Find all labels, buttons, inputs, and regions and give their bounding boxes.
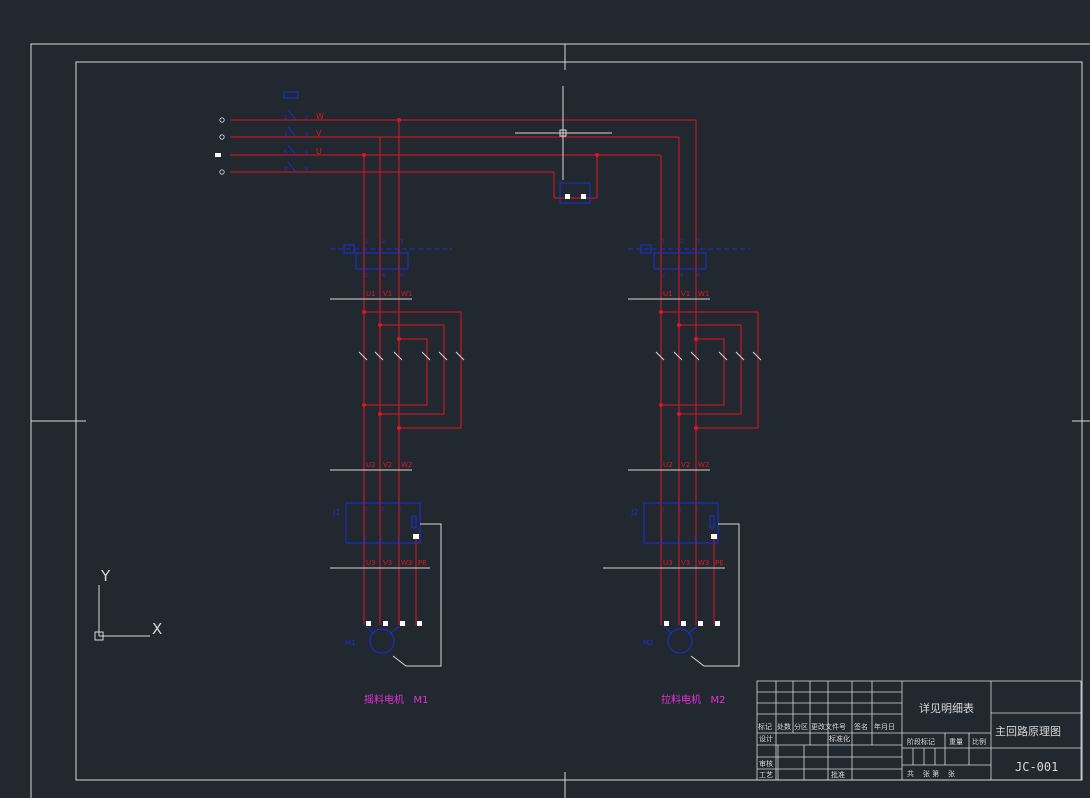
- inverter-1-pin-top-1: 1: [365, 507, 368, 513]
- phase-label-v: V: [316, 129, 322, 138]
- inverter-1-id: J1: [332, 508, 340, 517]
- rev-header-doc: 更改文件号: [811, 722, 846, 731]
- output-label-2-pe: PE: [715, 559, 724, 567]
- drawing-number: JC-001: [1015, 760, 1058, 774]
- contactor-1-pin-bottom-1: 2: [365, 273, 368, 279]
- inverter-2-id: J2: [630, 508, 638, 517]
- drawing-frame: [30, 43, 1090, 798]
- output-label-2-u3: U3: [663, 559, 673, 567]
- inverter-2-pin-bottom-5: 5: [677, 536, 680, 542]
- wire-label-1-u2: U2: [366, 461, 376, 469]
- output-label-1-pe: PE: [418, 559, 427, 567]
- inverter-1-pin-bottom-5: 5: [379, 536, 382, 542]
- wire-label-1-w1: W1: [401, 290, 412, 298]
- contactor-1-pin-bottom-3: 6: [400, 273, 403, 279]
- rev-header-zone: 分区: [794, 722, 808, 731]
- breaker-pin-8: 8: [305, 167, 308, 173]
- wire-label-1-w2: W2: [401, 461, 412, 469]
- rev-header-date: 年月日: [874, 722, 895, 731]
- inverter-1-pin-bottom-4: 4: [363, 536, 366, 542]
- wire-label-2-u1: U1: [663, 290, 673, 298]
- contactor-2-pin-top-3: 3: [697, 239, 700, 245]
- approve-label: 批准: [831, 770, 845, 779]
- incoming-supply: 1 2 3 4 5 6 7 8 W V U: [215, 91, 696, 204]
- breaker-pin-2: 2: [305, 115, 308, 121]
- crosshair-cursor: [515, 86, 612, 180]
- breaker-pin-5: 5: [284, 150, 287, 156]
- contactor-km-1: [330, 244, 452, 270]
- rev-header-sign: 签名: [854, 722, 868, 731]
- motor-2-caption: 拉料电机 M2: [661, 693, 726, 706]
- stage-label: 阶段标记: [907, 737, 935, 746]
- rev-header-mark: 标记: [758, 722, 772, 731]
- motor-1-id: M1: [345, 639, 356, 647]
- title-block: [756, 680, 1082, 781]
- output-label-2-w3: W3: [698, 559, 709, 567]
- wire-label-2-v2: V2: [681, 461, 690, 469]
- wire-label-1-u1: U1: [366, 290, 376, 298]
- motor-circuit-2: 1 2 3 2 4 6 U1 V1 W1 U2 V2 W2 J2 1 2: [603, 120, 762, 706]
- contactor-1-pin-bottom-2: 4: [382, 273, 385, 279]
- inverter-2-pin-top-2: 2: [679, 507, 682, 513]
- output-label-1-w3: W3: [401, 559, 412, 567]
- contactor-1-pin-top-3: 3: [400, 239, 403, 245]
- inverter-1-pin-bottom-6: 6: [397, 536, 400, 542]
- wire-label-1-v2: V2: [383, 461, 392, 469]
- weight-label: 重量: [949, 738, 963, 746]
- contactor-2-pin-top-1: 1: [662, 239, 665, 245]
- standardize-label: 标准化: [829, 734, 850, 743]
- wire-label-2-w2: W2: [698, 461, 709, 469]
- motor-circuit-1: 1 2 3 2 4 6 U1 V1 W1 U2 V2 W2 J1 1: [330, 120, 465, 706]
- main-breaker-symbol: [283, 91, 299, 173]
- inverter-1-pin-top-2: 2: [381, 507, 384, 513]
- wire-label-2-u2: U2: [663, 461, 673, 469]
- inverter-1: [345, 502, 421, 544]
- inverter-2-pin-top-1: 1: [662, 507, 665, 513]
- breaker-pin-6: 6: [305, 150, 308, 156]
- process-label: 工艺: [759, 771, 773, 779]
- breaker-pin-4: 4: [305, 132, 308, 138]
- phase-label-w: W: [316, 112, 324, 121]
- inverter-2: [643, 502, 719, 544]
- inverter-2-pin-top-3: 3: [695, 507, 698, 513]
- breaker-pin-3: 3: [284, 132, 287, 138]
- ucs-axis-icon: [94, 585, 150, 641]
- contactor-1-pin-top-2: 2: [382, 239, 385, 245]
- motor-2-id: M2: [643, 639, 654, 647]
- ucs-x-label: X: [152, 620, 162, 638]
- inverter-2-pin-bottom-6: 6: [694, 536, 697, 542]
- wire-label-2-w1: W1: [698, 290, 709, 298]
- breaker-pin-7: 7: [284, 167, 287, 173]
- drawing-name: 主回路原理图: [995, 725, 1061, 738]
- review-label: 审核: [759, 759, 773, 768]
- contactor-2-pin-bottom-3: 6: [697, 273, 700, 279]
- inverter-2-pin-bottom-4: 4: [660, 536, 663, 542]
- ucs-y-label: Y: [100, 567, 111, 585]
- contactor-2-pin-bottom-2: 4: [680, 273, 683, 279]
- contactor-2-pin-top-2: 2: [680, 239, 683, 245]
- design-label: 设计: [759, 734, 773, 743]
- output-label-1-v3: V3: [383, 559, 392, 567]
- motor-1-caption: 摇料电机 M1: [364, 693, 429, 706]
- wire-label-1-v1: V1: [383, 290, 392, 298]
- output-label-1-u3: U3: [366, 559, 376, 567]
- breaker-pin-1: 1: [284, 115, 287, 121]
- motor-2-symbol: [663, 625, 698, 654]
- sheets-label: 共 张 第 张: [907, 769, 955, 778]
- detail-note: 详见明细表: [919, 701, 974, 715]
- contactor-1-pin-top-1: 1: [365, 239, 368, 245]
- rev-header-count: 处数: [777, 722, 791, 731]
- wire-label-2-v1: V1: [681, 290, 690, 298]
- inverter-1-pin-top-3: 3: [398, 507, 401, 513]
- contactor-2-pin-bottom-1: 2: [662, 273, 665, 279]
- phase-label-u: U: [316, 147, 322, 156]
- scale-label: 比例: [972, 737, 986, 746]
- output-label-2-v3: V3: [681, 559, 690, 567]
- motor-1-symbol: [365, 625, 400, 654]
- contactor-km-2: [628, 244, 750, 270]
